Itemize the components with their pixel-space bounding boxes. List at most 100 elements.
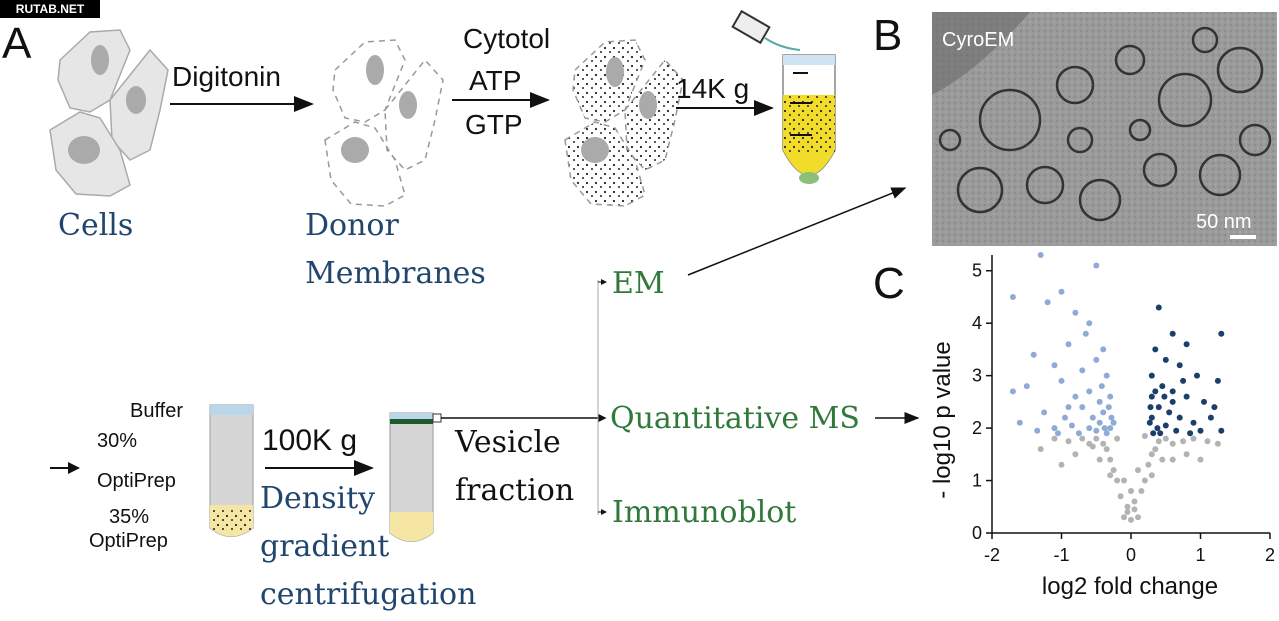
data-point-not-significant [1117,493,1124,500]
data-point-depleted [1030,351,1037,358]
data-point-not-significant [1096,456,1103,463]
data-point-depleted [1086,388,1093,395]
data-point-depleted [1096,419,1103,426]
data-point-not-significant [1093,435,1100,442]
arrow-em-to-micrograph [687,187,907,276]
data-point-not-significant [1121,477,1127,484]
data-point-enriched [1173,427,1180,434]
label-gtp: GTP [465,109,523,140]
data-point-not-significant [1152,446,1159,453]
data-point-not-significant [1114,477,1121,484]
data-point-depleted [1075,430,1082,437]
data-point-enriched [1183,393,1190,400]
data-point-enriched [1150,430,1157,437]
data-point-enriched [1169,398,1176,405]
data-point-not-significant [1072,451,1079,458]
data-point-not-significant [1183,451,1190,458]
data-point-depleted [1065,341,1072,348]
data-point-enriched [1194,372,1200,379]
data-point-enriched [1218,330,1225,337]
data-point-not-significant [1121,514,1127,521]
data-point-depleted [1089,414,1096,421]
data-point-not-significant [1135,467,1141,474]
data-point-enriched [1152,346,1159,353]
data-point-not-significant [1079,435,1086,442]
x-tick-label: 0 [1126,545,1136,565]
data-point-not-significant [1107,472,1114,479]
y-axis-label: - log10 p value [929,341,956,498]
data-point-not-significant [1135,514,1141,521]
data-point-enriched [1176,362,1183,369]
data-point-not-significant [1145,461,1152,468]
data-point-enriched [1218,427,1225,434]
donor-membranes-illustration [324,39,444,207]
y-tick-label: 2 [972,418,982,438]
label-spin-14k: 14K g [676,73,749,104]
panel-label-b: B [873,11,902,60]
data-point-not-significant [1058,461,1065,468]
data-point-enriched [1155,304,1162,311]
data-point-enriched [1159,383,1166,390]
data-point-enriched [1187,430,1194,437]
label-density-line3: centrifugation [260,577,476,612]
data-point-not-significant [1180,438,1187,445]
donor-nucleus [366,55,384,85]
data-point-enriched [1201,398,1207,405]
centrifuge-tube-illustration [731,9,836,184]
data-point-enriched [1155,404,1162,411]
data-point-not-significant [1141,433,1148,439]
cells-illustration [49,29,169,197]
data-point-depleted [1044,299,1051,306]
label-vesicle-line1: Vesicle [454,425,561,460]
data-point-not-significant [1131,506,1138,513]
data-point-depleted [1072,309,1079,316]
data-point-depleted [1058,377,1065,384]
data-point-not-significant [1107,456,1114,463]
data-point-depleted [1086,320,1093,327]
label-digitonin: Digitonin [172,61,281,92]
data-point-depleted [1100,409,1107,416]
data-point-not-significant [1128,516,1134,523]
data-point-depleted [1107,393,1114,400]
data-point-depleted [1107,425,1114,432]
data-point-depleted [1023,383,1030,390]
data-point-enriched [1169,330,1176,337]
data-point-not-significant [1110,467,1117,474]
panel-label-c: C [873,259,905,308]
label-cytosol: Cytotol [463,23,550,54]
data-point-enriched [1152,388,1159,395]
x-axis-label: log2 fold change [1042,573,1218,600]
data-point-not-significant [1128,488,1134,494]
site-watermark: RUTAB.NET [0,0,100,18]
data-point-enriched [1162,422,1169,429]
data-point-not-significant [1103,446,1110,453]
x-tick-label: 2 [1265,545,1275,565]
data-point-depleted [1034,427,1041,434]
data-point-depleted [1093,356,1100,363]
data-point-depleted [1055,430,1061,437]
data-point-depleted [1037,252,1044,258]
label-density-line2: gradient [260,529,389,564]
data-point-depleted [1051,362,1058,369]
data-point-depleted [1068,422,1075,429]
label-donor-line2: Membranes [305,256,486,291]
data-point-enriched [1148,414,1155,421]
data-point-not-significant [1124,509,1131,515]
y-tick-label: 3 [972,366,982,386]
x-tick-label: -1 [1053,545,1069,565]
data-point-depleted [1100,346,1107,353]
x-tick-label: 1 [1195,545,1205,565]
data-point-enriched [1207,414,1214,421]
data-point-enriched [1161,393,1168,400]
data-point-depleted [1072,393,1079,400]
data-point-enriched [1176,414,1183,421]
gradient-tube-after [389,412,442,542]
data-point-enriched [1148,372,1155,379]
data-point-not-significant [1141,477,1148,484]
data-point-depleted [1079,367,1086,374]
data-point-depleted [1065,404,1072,411]
y-tick-label: 5 [972,261,982,281]
data-point-not-significant [1148,451,1155,458]
data-point-depleted [1009,294,1016,300]
